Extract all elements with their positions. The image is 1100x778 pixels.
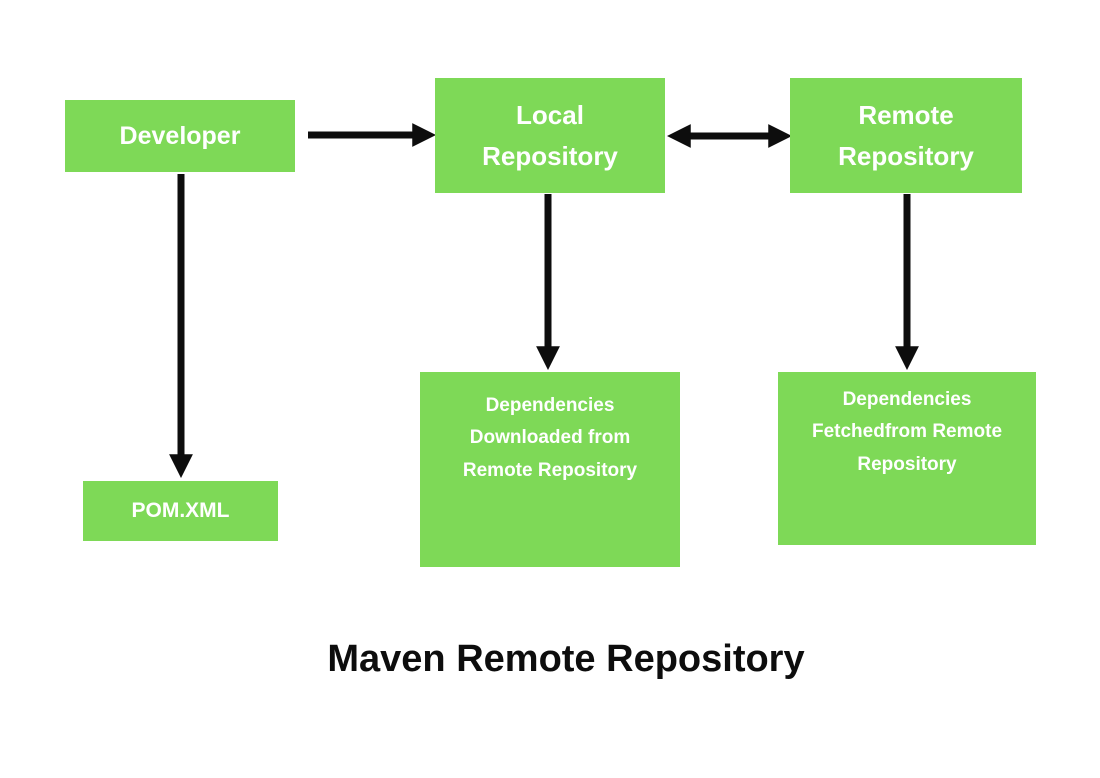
- node-pom-xml: POM.XML: [83, 481, 278, 541]
- node-pom-xml-label: POM.XML: [131, 499, 230, 522]
- diagram-title: Maven Remote Repository: [327, 638, 805, 680]
- node-dependencies-fetched: Dependencies Fetchedfrom Remote Reposito…: [778, 372, 1036, 545]
- node-dependencies-fetched-label: Dependencies Fetchedfrom Remote Reposito…: [811, 389, 1003, 475]
- node-developer-label: Developer: [119, 121, 241, 150]
- node-developer: Developer: [65, 100, 295, 172]
- node-local-repository: Local Repository: [435, 78, 665, 193]
- node-dependencies-downloaded: Dependencies Downloaded from Remote Repo…: [420, 372, 680, 567]
- node-remote-repository: Remote Repository: [790, 78, 1022, 193]
- node-dependencies-downloaded-label: Dependencies Downloaded from Remote Repo…: [462, 395, 638, 481]
- node-local-repository-label: Local Repository: [482, 100, 618, 171]
- node-remote-repository-label: Remote Repository: [838, 100, 974, 171]
